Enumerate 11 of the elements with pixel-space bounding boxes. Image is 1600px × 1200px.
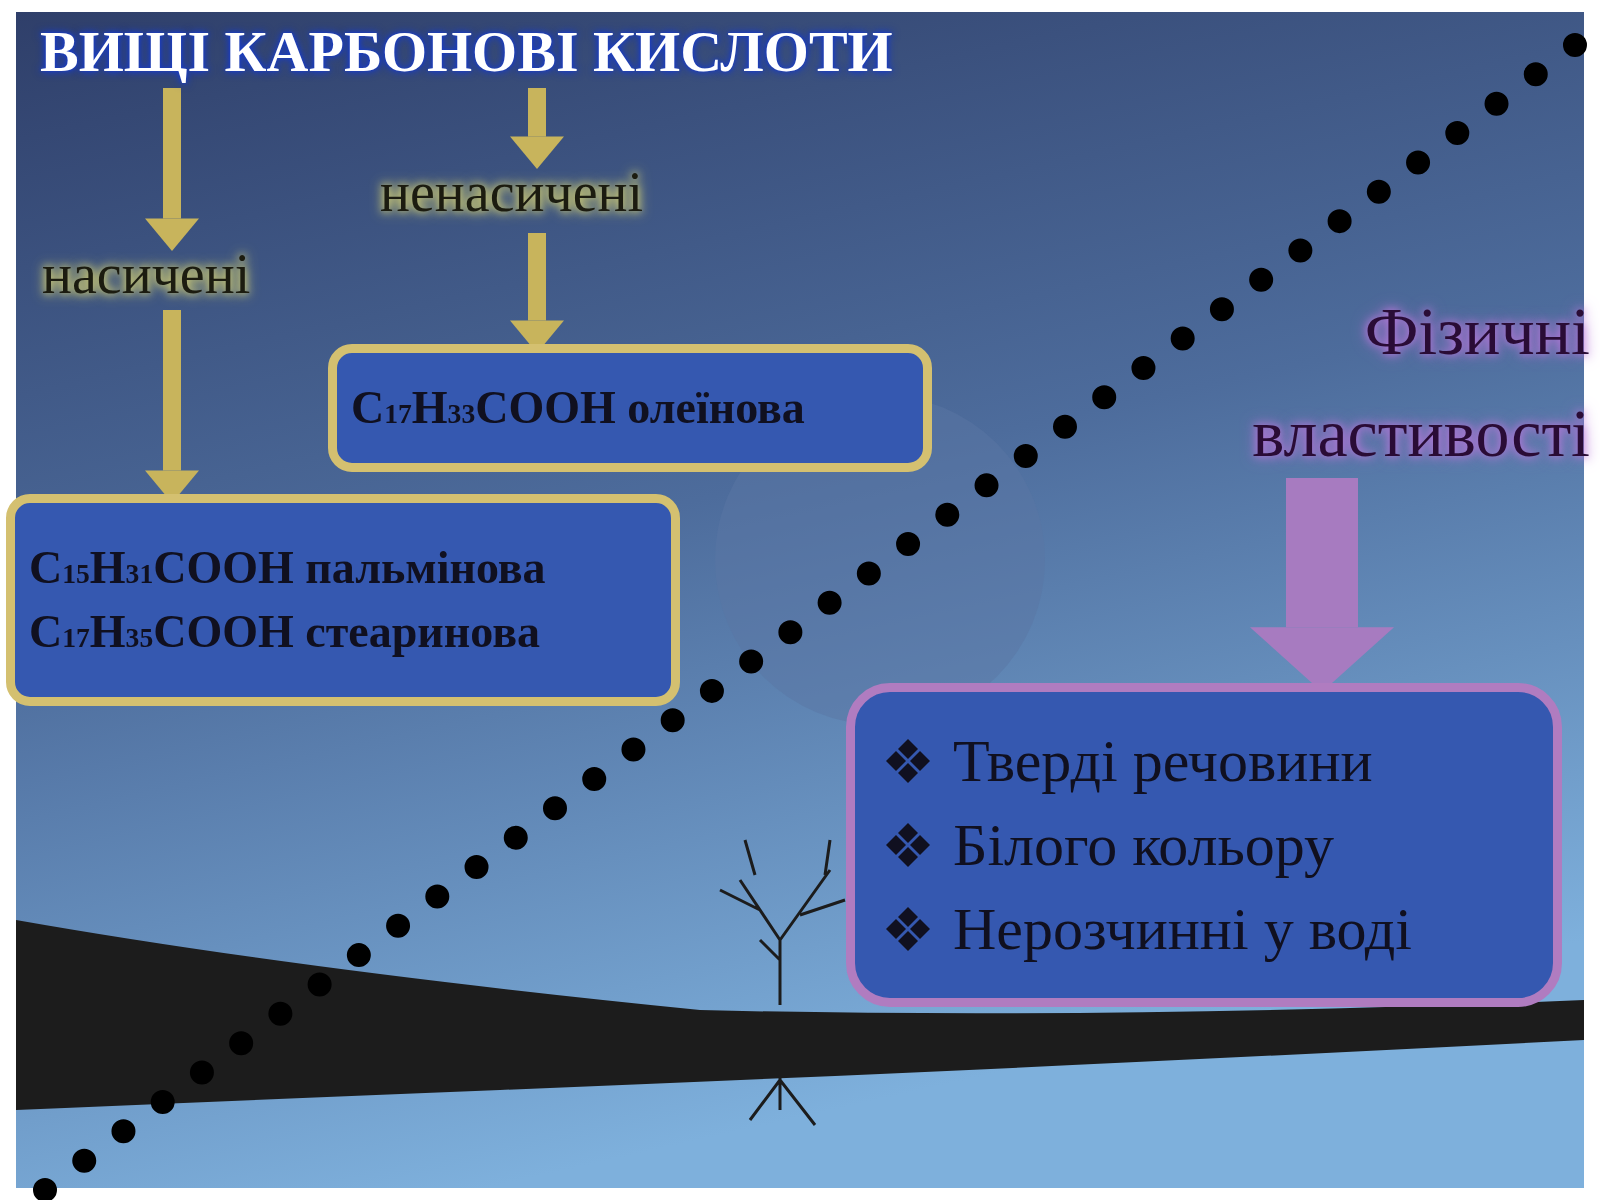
list-item-text: Тверді речовини [953,726,1373,796]
category-label: ненасичені [380,160,645,224]
category-label: насичені [42,242,252,306]
arrow [510,88,564,169]
formula-box [6,494,680,706]
title-text: ВИЩІ КАРБОНОВІ КИСЛОТИ [40,18,894,85]
properties-box [846,683,1562,1007]
list-item-text: Нерозчинні у воді [953,894,1413,964]
arrow [145,88,199,251]
list-item-text: Білого кольору [953,810,1334,880]
formula-box [328,344,932,472]
